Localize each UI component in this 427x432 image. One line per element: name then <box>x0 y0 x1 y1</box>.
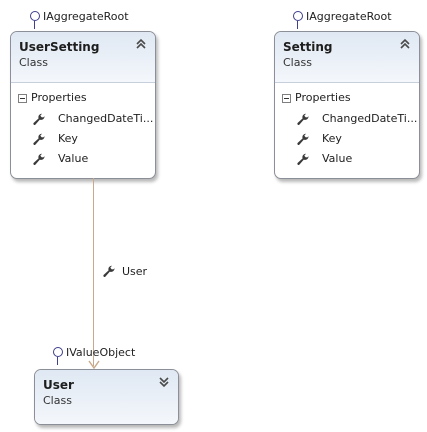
collapse-minus-icon[interactable] <box>282 94 291 103</box>
double-chevron-up-icon[interactable] <box>399 38 411 50</box>
class-header[interactable]: User Class <box>35 370 178 424</box>
properties-section-header[interactable]: Properties <box>275 88 419 110</box>
interface-lollipop-icon <box>53 347 63 357</box>
class-stereotype: Class <box>43 394 72 407</box>
property-label: Value <box>58 152 89 165</box>
class-setting[interactable]: Setting Class Properties ChangedDateTi..… <box>274 31 420 179</box>
wrench-icon <box>33 133 45 145</box>
wrench-icon <box>33 113 45 125</box>
property-item[interactable]: ChangedDateTi... <box>11 110 155 130</box>
class-name: UserSetting <box>19 40 100 54</box>
association-label-text: User <box>122 265 148 278</box>
association-arrowhead-icon <box>88 360 100 370</box>
double-chevron-up-icon[interactable] <box>135 38 147 50</box>
class-stereotype: Class <box>19 56 48 69</box>
double-chevron-down-icon[interactable] <box>158 376 170 388</box>
wrench-icon <box>297 153 309 165</box>
wrench-icon <box>297 133 309 145</box>
section-label: Properties <box>31 91 87 104</box>
properties-section-header[interactable]: Properties <box>11 88 155 110</box>
interface-lollipop-icon <box>30 11 40 21</box>
class-header[interactable]: UserSetting Class <box>11 32 155 83</box>
interface-label: IAggregateRoot <box>43 10 129 23</box>
wrench-icon <box>103 265 115 277</box>
class-name: User <box>43 378 74 392</box>
class-stereotype: Class <box>283 56 312 69</box>
section-label: Properties <box>295 91 351 104</box>
interface-stem <box>57 357 59 365</box>
interface-stem <box>297 21 299 29</box>
property-label: ChangedDateTi... <box>58 112 154 125</box>
wrench-icon <box>33 153 45 165</box>
property-item[interactable]: Value <box>11 150 155 170</box>
association-line[interactable] <box>93 178 95 366</box>
wrench-icon <box>297 113 309 125</box>
interface-lollipop-icon <box>293 11 303 21</box>
interface-label: IValueObject <box>66 346 136 359</box>
property-item[interactable]: Key <box>275 130 419 150</box>
property-label: Key <box>322 132 342 145</box>
class-header[interactable]: Setting Class <box>275 32 419 83</box>
collapse-minus-icon[interactable] <box>18 94 27 103</box>
class-name: Setting <box>283 40 333 54</box>
property-item[interactable]: Key <box>11 130 155 150</box>
property-item[interactable]: ChangedDateTi... <box>275 110 419 130</box>
property-item[interactable]: Value <box>275 150 419 170</box>
property-label: ChangedDateTi... <box>322 112 418 125</box>
interface-label: IAggregateRoot <box>306 10 392 23</box>
property-label: Key <box>58 132 78 145</box>
class-user[interactable]: User Class <box>34 369 179 425</box>
property-label: Value <box>322 152 353 165</box>
class-user-setting[interactable]: UserSetting Class Properties ChangedDate… <box>10 31 156 179</box>
interface-stem <box>34 21 36 29</box>
